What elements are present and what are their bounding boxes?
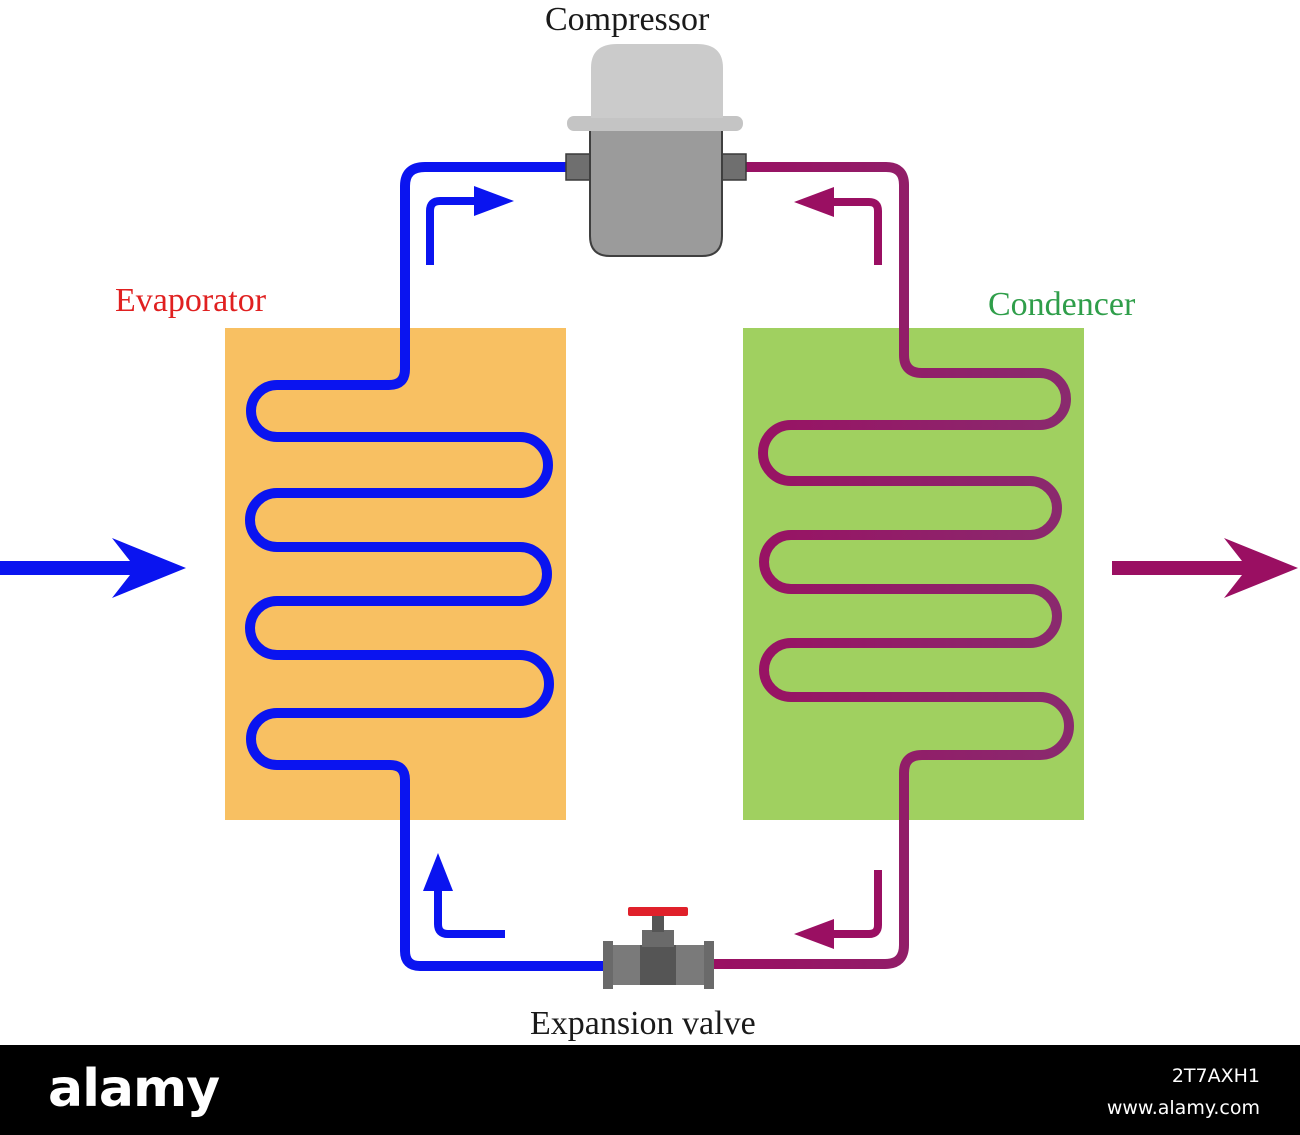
flow-arrow-up-left-icon	[794, 187, 882, 265]
inlet-arrow-icon	[0, 538, 186, 598]
compressor-label: Compressor	[545, 1, 710, 38]
evaporator-panel	[225, 328, 566, 820]
compressor	[565, 44, 747, 257]
outlet-arrow-icon	[1112, 538, 1298, 598]
alamy-logo: alamy	[48, 1059, 220, 1119]
flow-arrow-up-icon	[423, 853, 505, 938]
flow-arrow-down-left-icon	[794, 870, 882, 949]
evaporator-coil	[245, 162, 605, 971]
valve-handle	[628, 907, 688, 916]
evaporator-label: Evaporator	[115, 282, 267, 319]
image-id: 2T7AXH1	[1171, 1065, 1260, 1087]
site-url: www.alamy.com	[1106, 1097, 1260, 1119]
condenser-label: Condencer	[988, 286, 1136, 323]
expansion-valve	[603, 907, 714, 989]
flow-arrow-up-right-icon	[426, 186, 514, 265]
condenser-coil	[712, 162, 1074, 969]
expansion-valve-label: Expansion valve	[530, 1005, 756, 1042]
watermark-footer: alamy 2T7AXH1 www.alamy.com	[0, 1045, 1300, 1135]
condenser-panel	[743, 328, 1084, 820]
